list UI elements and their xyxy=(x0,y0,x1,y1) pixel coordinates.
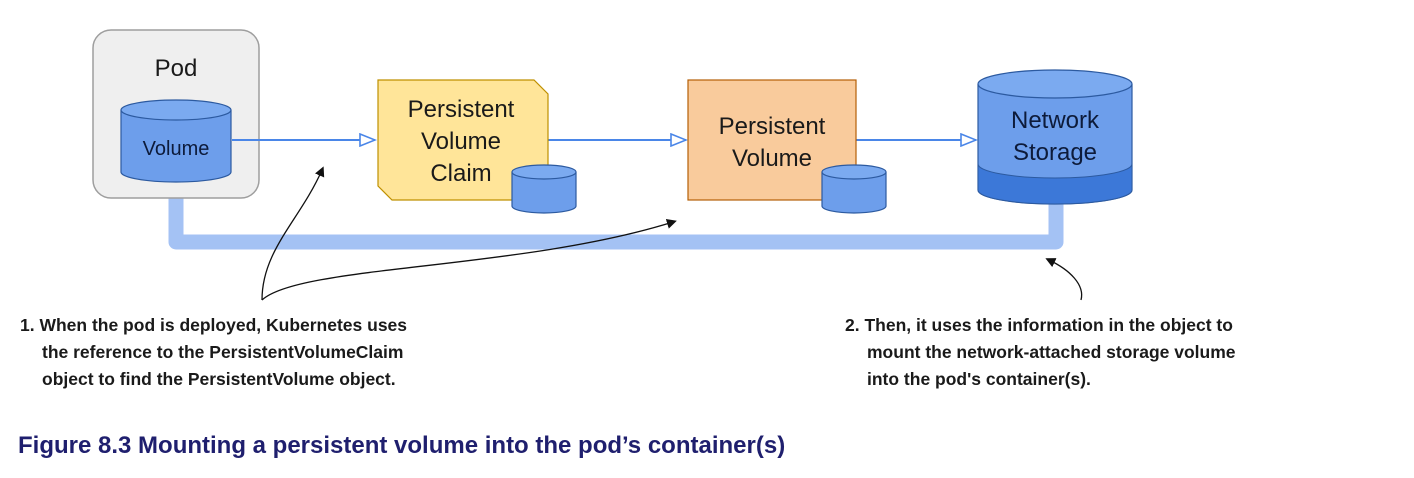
network-storage-cylinder: Network Storage xyxy=(977,69,1133,205)
pv-volume-cylinder xyxy=(821,164,887,214)
note-1-line-3: object to find the PersistentVolume obje… xyxy=(42,369,396,389)
note-1-line-2: the reference to the PersistentVolumeCla… xyxy=(42,342,404,362)
storage-label-line1: Network xyxy=(1011,107,1100,134)
note-2: 2. Then, it uses the information in the … xyxy=(845,312,1236,393)
note-2-line-2: mount the network-attached storage volum… xyxy=(867,342,1236,362)
pv-label-line1: Persistent xyxy=(719,113,826,140)
note-2-line-1: 2. Then, it uses the information in the … xyxy=(845,315,1233,335)
note1-curve-to-pv xyxy=(261,219,677,301)
pod-title: Pod xyxy=(155,55,198,82)
note-1-line-1: 1. When the pod is deployed, Kubernetes … xyxy=(20,315,408,335)
pod-volume-label: Volume xyxy=(143,138,210,160)
pvc-volume-cylinder xyxy=(511,164,577,214)
pvc-label-line2: Volume xyxy=(421,128,501,155)
mount-path xyxy=(168,176,1064,250)
pvc-label-line1: Persistent xyxy=(408,96,515,123)
pod-volume-cylinder: Volume xyxy=(120,99,232,183)
note-2-line-3: into the pod's container(s). xyxy=(867,369,1091,389)
note2-curve-to-mount-path xyxy=(1045,258,1083,301)
figure-caption: Figure 8.3 Mounting a persistent volume … xyxy=(18,432,786,459)
storage-label-line2: Storage xyxy=(1013,139,1097,166)
note1-curve-to-volume-arrow xyxy=(261,166,325,301)
pvc-label-line3: Claim xyxy=(430,160,491,187)
pv-label-line2: Volume xyxy=(732,145,812,172)
note-1: 1. When the pod is deployed, Kubernetes … xyxy=(20,312,407,393)
